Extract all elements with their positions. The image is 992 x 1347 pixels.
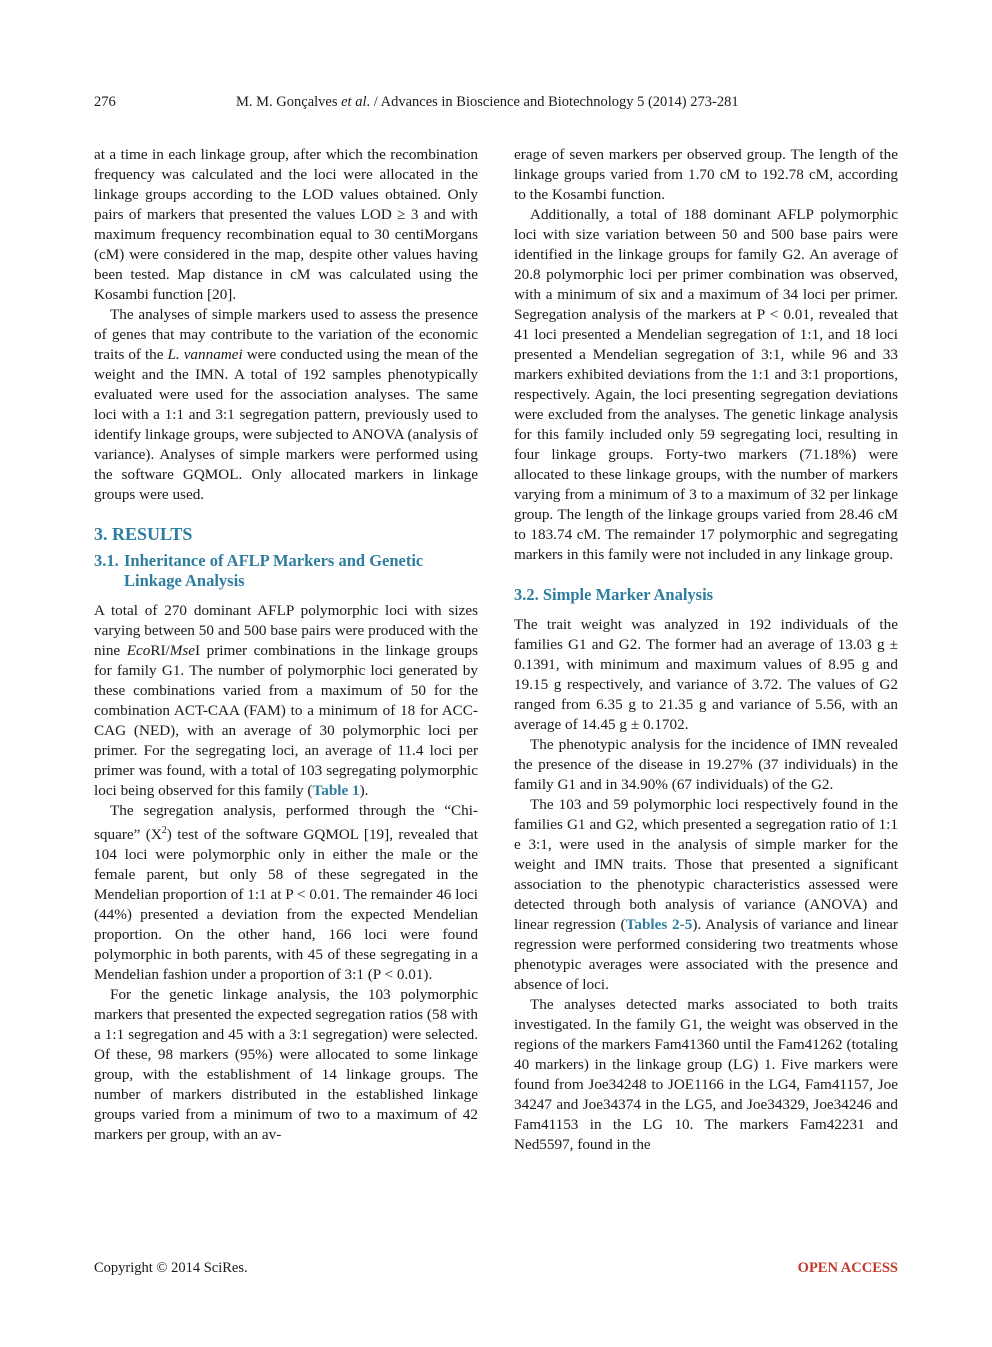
tables-2-5-link[interactable]: Tables 2-5	[625, 916, 693, 933]
right-column: erage of seven markers per observed grou…	[514, 145, 898, 1155]
running-title: M. M. Gonçalves et al. / Advances in Bio…	[236, 92, 739, 112]
paragraph: erage of seven markers per observed grou…	[514, 146, 898, 203]
header-journal: . / Advances in Bioscience and Biotechno…	[366, 94, 739, 110]
paragraph: The trait weight was analyzed in 192 ind…	[514, 616, 898, 733]
subsection-number: 3.1.	[94, 551, 119, 570]
subsection-title-line2: Linkage Analysis	[124, 571, 245, 590]
header-authors: M. M. Gonçalves	[236, 94, 342, 110]
table-1-link[interactable]: Table 1	[312, 782, 360, 799]
copyright-notice: Copyright © 2014 SciRes.	[94, 1260, 248, 1276]
superscript: 2	[161, 825, 167, 836]
subsection-heading-3-2: 3.2. Simple Marker Analysis	[514, 585, 898, 605]
subsection-heading-3-1: 3.1. Inheritance of AFLP Markers and Gene…	[94, 551, 478, 591]
page-number: 276	[94, 94, 116, 110]
paragraph: The phenotypic analysis for the incidenc…	[514, 736, 898, 793]
species-name: L. vannamei	[167, 346, 243, 363]
paragraph: For the genetic linkage analysis, the 10…	[94, 986, 478, 1144]
paragraph: at a time in each linkage group, after w…	[94, 146, 478, 303]
paragraph: Additionally, a total of 188 dominant AF…	[514, 206, 898, 563]
open-access-label: OPEN ACCESS	[797, 1260, 898, 1276]
subsection-number: 3.2.	[514, 585, 539, 604]
paragraph: A total of 270 dominant AFLP polymorphic…	[94, 602, 478, 799]
header-et-al: et al	[341, 94, 367, 110]
subsection-title-line1: Inheritance of AFLP Markers and Genetic	[124, 551, 424, 570]
left-column: at a time in each linkage group, after w…	[94, 145, 478, 1145]
subsection-title: Simple Marker Analysis	[542, 585, 714, 604]
paragraph: The analyses detected marks associated t…	[514, 996, 898, 1153]
paragraph: The analyses of simple markers used to a…	[94, 306, 478, 503]
paragraph: The 103 and 59 polymorphic loci respecti…	[514, 796, 898, 993]
section-heading-results: 3. RESULTS	[94, 524, 193, 544]
paragraph: The segregation analysis, performed thro…	[94, 802, 478, 984]
